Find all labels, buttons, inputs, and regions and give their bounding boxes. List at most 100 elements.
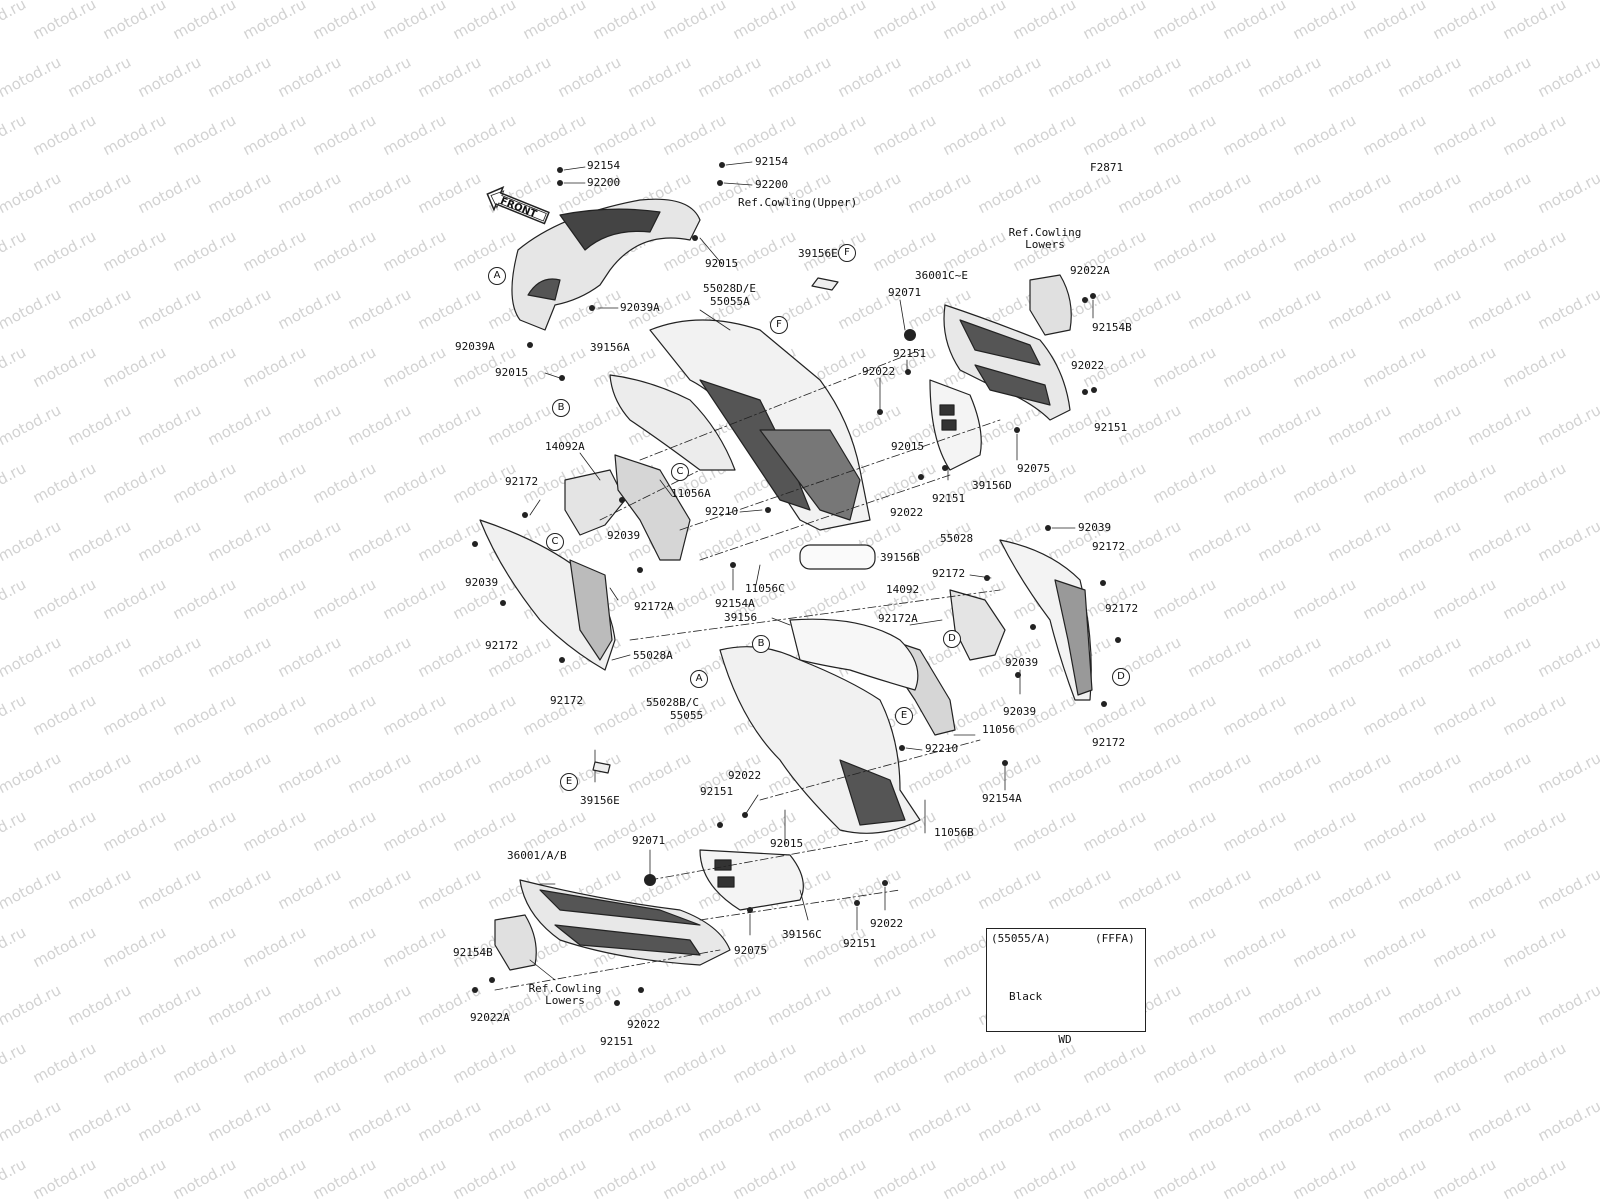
part-label: 39156A bbox=[590, 341, 630, 354]
part-label: 92154B bbox=[1092, 321, 1132, 334]
part-label: 92151 bbox=[600, 1035, 634, 1048]
part-label: 92151 bbox=[843, 937, 877, 950]
part-label: 92172 bbox=[550, 694, 584, 707]
part-label: 92200 bbox=[587, 176, 621, 189]
part-label: 92151 bbox=[1094, 421, 1128, 434]
strip-39156B bbox=[799, 544, 876, 570]
callout-marker: B bbox=[752, 635, 770, 653]
part-label: 92039 bbox=[1005, 656, 1039, 669]
part-label: 55028 bbox=[940, 532, 974, 545]
callout-marker: A bbox=[690, 670, 708, 688]
part-label: 14092 bbox=[886, 583, 920, 596]
part-label: 92210 bbox=[925, 742, 959, 755]
callout-marker: D bbox=[943, 630, 961, 648]
part-label: 55055 bbox=[670, 709, 704, 722]
part-label: 92172 bbox=[932, 567, 966, 580]
part-label: Ref.Cowling(Upper) bbox=[738, 196, 858, 209]
part-label: 92154 bbox=[587, 159, 621, 172]
part-label: 92015 bbox=[891, 440, 925, 453]
part-label: 55055A bbox=[710, 295, 750, 308]
part-label: 92154A bbox=[715, 597, 755, 610]
figure-code: F2871 bbox=[1090, 161, 1124, 174]
part-label: 92022 bbox=[627, 1018, 661, 1031]
part-label: 39156 bbox=[724, 611, 758, 624]
part-label: 92075 bbox=[734, 944, 768, 957]
part-label: 39156E bbox=[580, 794, 620, 807]
front-arrow: FRONT bbox=[486, 186, 550, 225]
part-label: 92022 bbox=[870, 917, 904, 930]
part-label: 92151 bbox=[700, 785, 734, 798]
pad-39156 bbox=[789, 618, 919, 691]
part-label: 92200 bbox=[755, 178, 789, 191]
part-label: 92172 bbox=[1092, 736, 1126, 749]
part-label: 92022 bbox=[728, 769, 762, 782]
callout-marker: C bbox=[546, 533, 564, 551]
part-label: 92015 bbox=[495, 366, 529, 379]
part-label: 36001/A/B bbox=[507, 849, 567, 862]
part-label: 92172A bbox=[634, 600, 674, 613]
pad-39156C bbox=[699, 849, 804, 911]
part-label: 92154B bbox=[453, 946, 493, 959]
callout-marker: E bbox=[560, 773, 578, 791]
part-label: 92172 bbox=[485, 639, 519, 652]
inset-right-code: (FFFA) bbox=[1095, 932, 1135, 945]
bracket-upper-right bbox=[1029, 274, 1072, 336]
part-label: 11056A bbox=[671, 487, 711, 500]
inset-left-code: (55055/A) bbox=[991, 932, 1051, 945]
part-label: 36001C~E bbox=[915, 269, 968, 282]
part-label: 92071 bbox=[632, 834, 666, 847]
part-label: 92172 bbox=[505, 475, 539, 488]
part-label: 92039A bbox=[455, 340, 495, 353]
part-label: 39156C bbox=[782, 928, 822, 941]
callout-marker: D bbox=[1112, 668, 1130, 686]
inset-color-label: Black bbox=[1009, 990, 1043, 1003]
part-label: 92071 bbox=[888, 286, 922, 299]
side-cowl-right bbox=[999, 539, 1092, 701]
part-label: 92039 bbox=[465, 576, 499, 589]
part-label: 92154A bbox=[982, 792, 1022, 805]
part-label: 92172A bbox=[878, 612, 918, 625]
part-label: 92039A bbox=[620, 301, 660, 314]
part-label: 92172 bbox=[1092, 540, 1126, 553]
part-label: 92022A bbox=[1070, 264, 1110, 277]
part-label: 92039 bbox=[607, 529, 641, 542]
callout-marker: C bbox=[671, 463, 689, 481]
callout-marker: B bbox=[552, 399, 570, 417]
part-label: 92015 bbox=[705, 257, 739, 270]
part-label: 92039 bbox=[1003, 705, 1037, 718]
part-label: 92015 bbox=[770, 837, 804, 850]
part-label: 92022 bbox=[862, 365, 896, 378]
bracket-14092A bbox=[564, 469, 626, 536]
part-label: 92039 bbox=[1078, 521, 1112, 534]
inset-caption: WD bbox=[1058, 1033, 1072, 1046]
part-label: 92022A bbox=[470, 1011, 510, 1024]
part-label: 11056C bbox=[745, 582, 785, 595]
part-label: 55028B/C bbox=[646, 696, 699, 709]
callout-marker: A bbox=[488, 267, 506, 285]
part-label: 55028A bbox=[633, 649, 673, 662]
variant-inset-box: (55055/A) (FFFA) Black bbox=[986, 928, 1146, 1032]
upper-cowl-piece bbox=[511, 198, 701, 331]
callout-marker: F bbox=[838, 244, 856, 262]
pad-39156A bbox=[609, 374, 736, 471]
part-label: 92151 bbox=[932, 492, 966, 505]
part-label: 39156D bbox=[972, 479, 1012, 492]
bracket-bottom-left bbox=[494, 914, 537, 971]
part-label: 92151 bbox=[893, 347, 927, 360]
part-label: 11056B bbox=[934, 826, 974, 839]
part-label: 55028D/E bbox=[703, 282, 756, 295]
part-label: 11056 bbox=[982, 723, 1016, 736]
part-label: 92154 bbox=[755, 155, 789, 168]
part-label: 92075 bbox=[1017, 462, 1051, 475]
callout-marker: F bbox=[770, 316, 788, 334]
part-label: 92172 bbox=[1105, 602, 1139, 615]
part-label: 14092A bbox=[545, 440, 585, 453]
bracket-14092 bbox=[949, 589, 1006, 661]
part-label: 92022 bbox=[1071, 359, 1105, 372]
part-label: 39156B bbox=[880, 551, 920, 564]
callout-marker: E bbox=[895, 707, 913, 725]
